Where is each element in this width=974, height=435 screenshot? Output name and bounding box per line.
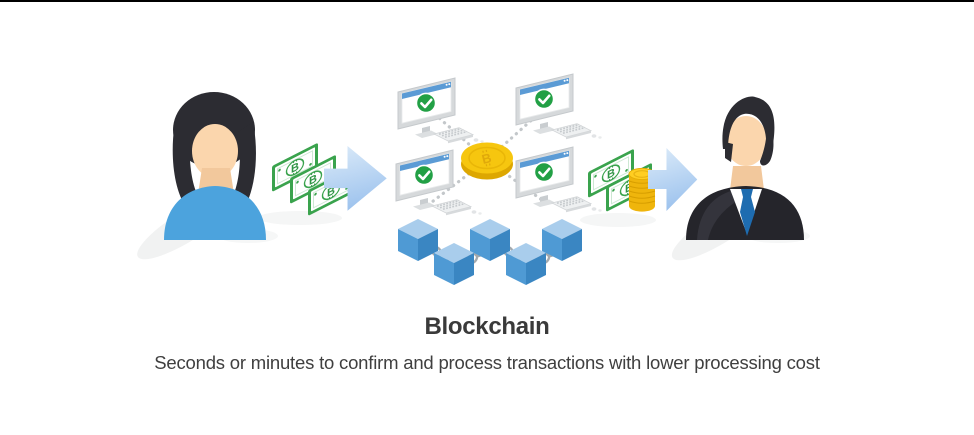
diagram-title: Blockchain bbox=[424, 313, 550, 340]
block-cube-icon bbox=[398, 219, 438, 261]
top-border-line bbox=[0, 0, 974, 2]
arrow-right-icon bbox=[648, 148, 698, 211]
computer-node-icon bbox=[396, 76, 486, 145]
bitcoin-coin-icon: B bbox=[461, 142, 513, 180]
receiver-bitcoin-cash-icon bbox=[587, 147, 656, 213]
diagram-subtitle: Seconds or minutes to confirm and proces… bbox=[154, 352, 820, 373]
blockchain-cubes-icon bbox=[398, 219, 582, 285]
computer-node-icon bbox=[514, 72, 604, 141]
bitcoin-b-symbol: B bbox=[480, 150, 493, 167]
sender-person-illustration bbox=[164, 92, 266, 240]
verification-network: B bbox=[394, 72, 604, 217]
receiver-person-illustration bbox=[686, 96, 804, 240]
